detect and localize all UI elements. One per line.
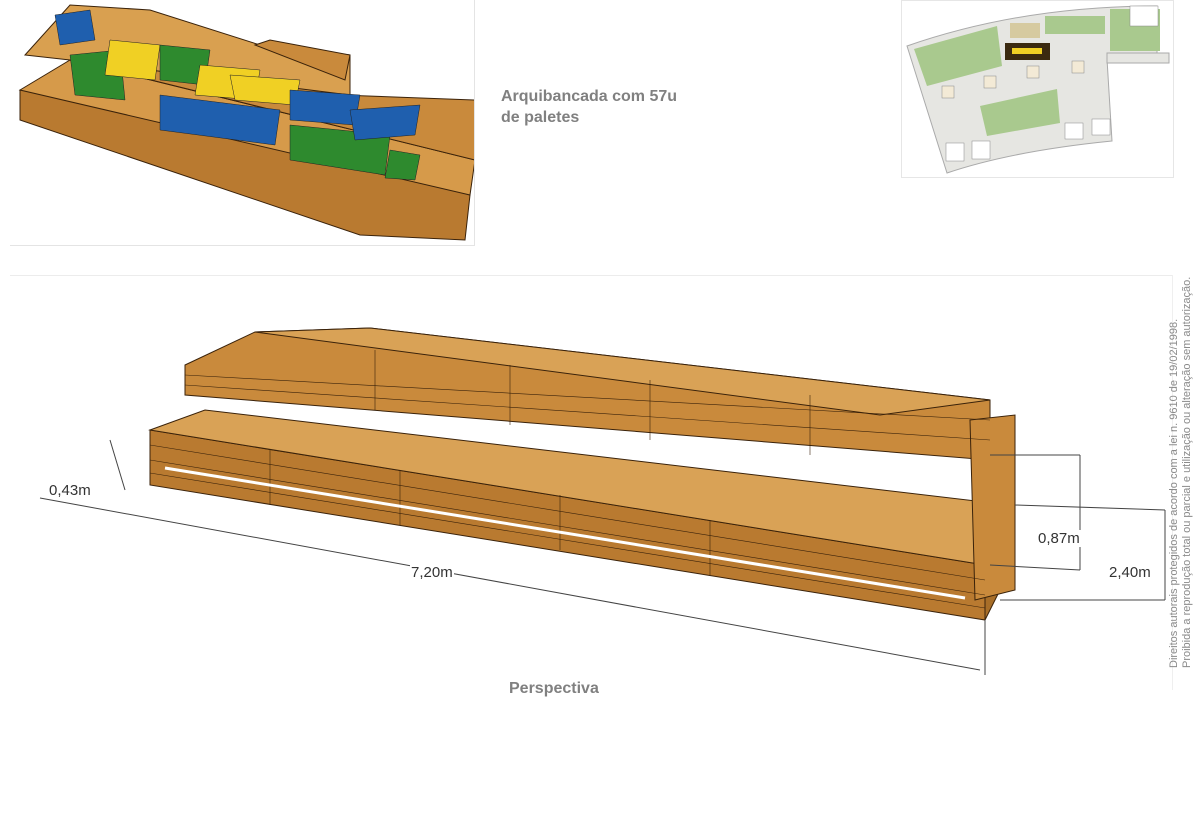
pallet-bleacher-perspective xyxy=(39,327,1166,675)
perspective-label: Perspectiva xyxy=(509,680,599,697)
caption-line-1: Arquibancada com 57u xyxy=(501,88,678,105)
floor-plan-thumbnail xyxy=(901,0,1174,178)
total-depth-dimension: 2,40m xyxy=(1108,564,1152,581)
caption-line-2: de paletes xyxy=(501,109,580,126)
section-divider xyxy=(10,275,1172,276)
bleacher-thumbnail xyxy=(10,0,476,246)
copyright-line-2: Proibida a reprodução total ou parcial e… xyxy=(1181,276,1193,668)
vertical-divider xyxy=(1172,275,1173,690)
length-dimension: 7,20m xyxy=(410,564,454,581)
copyright-notice: Direitos autorais protegidos de acordo c… xyxy=(1168,277,1194,668)
floor-plan-image xyxy=(906,5,1170,174)
step-depth-dimension: 0,87m xyxy=(1037,530,1081,547)
bleacher-render-image xyxy=(18,4,476,241)
step-height-dimension: 0,43m xyxy=(48,482,92,499)
bleacher-caption: Arquibancada com 57u de paletes xyxy=(501,86,677,128)
perspective-drawing: 0,43m 7,20m 0,87m 2,40m xyxy=(0,290,1170,690)
copyright-line-1: Direitos autorais protegidos de acordo c… xyxy=(1168,318,1180,668)
